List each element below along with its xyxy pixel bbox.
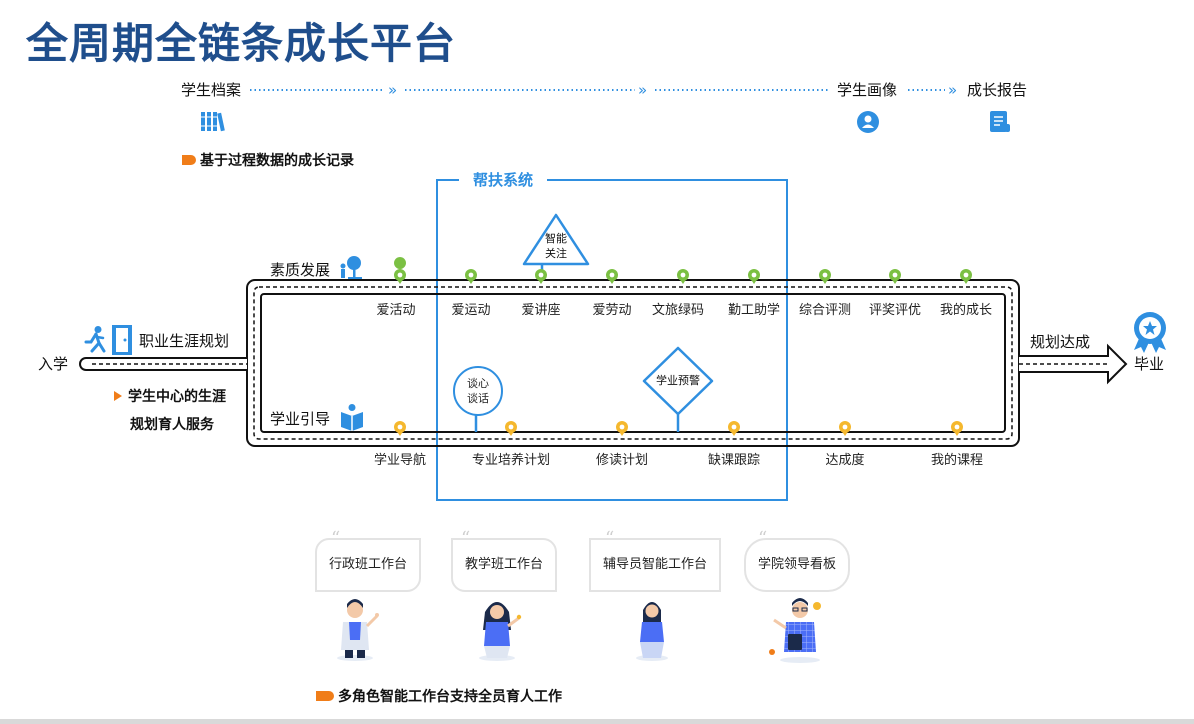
lower-node-4: 缺课跟踪	[707, 453, 760, 468]
upper-node-5: 文旅绿码	[651, 303, 704, 318]
workbench-teaching-class[interactable]: 教学班工作台	[451, 538, 557, 592]
smart-attention-text: 智能 关注	[545, 232, 567, 260]
student-center-note: 学生中心的生涯	[114, 386, 226, 406]
user-circle-icon	[857, 111, 879, 133]
career-planning-label: 职业生涯规划	[139, 332, 230, 350]
track-dashed	[253, 286, 1013, 440]
lower-node-5: 达成度	[825, 453, 865, 468]
talk-bubble: 谈心 谈话	[453, 366, 503, 416]
track-inner	[260, 293, 1006, 433]
growth-report-label: 成长报告	[967, 81, 1028, 99]
orange-marker-icon	[316, 691, 334, 701]
person-illustration-2	[479, 602, 522, 661]
upper-node-4: 爱劳动	[592, 303, 632, 318]
page-title: 全周期全链条成长平台	[26, 19, 457, 68]
award-badge-icon	[1134, 312, 1166, 353]
graduation-label: 毕业	[1134, 355, 1165, 373]
upper-node-6: 勤工助学	[727, 303, 780, 318]
student-portrait-label: 学生画像	[837, 81, 898, 99]
report-scroll-icon	[990, 111, 1010, 132]
runner-icon	[84, 326, 106, 353]
upper-node-9: 我的成长	[939, 303, 992, 318]
footer-divider	[0, 719, 1194, 724]
lower-node-2: 专业培养计划	[471, 453, 550, 468]
upper-node-3: 爱讲座	[521, 303, 561, 318]
academic-warning-text: 学业预警	[656, 374, 700, 387]
student-center-note-line2: 规划育人服务	[130, 417, 214, 433]
upper-node-1: 爱活动	[376, 303, 416, 318]
student-profile-label: 学生档案	[181, 81, 242, 99]
support-system-title: 帮扶系统	[459, 170, 548, 190]
reading-book-icon	[341, 404, 363, 431]
support-system-box	[436, 179, 788, 501]
lower-node-3: 修读计划	[595, 453, 648, 468]
books-icon	[201, 112, 225, 132]
exit-arrow	[1019, 343, 1128, 385]
top-arrow-3: »	[948, 81, 958, 99]
upper-node-2: 爱运动	[451, 303, 491, 318]
orange-marker-icon	[182, 155, 196, 165]
workbench-admin-class[interactable]: 行政班工作台	[315, 538, 421, 592]
lower-pins	[394, 421, 963, 436]
orange-triangle-icon	[114, 391, 122, 401]
plan-achieved-label: 规划达成	[1030, 333, 1091, 351]
workbench-dean-board[interactable]: 学院领导看板	[744, 538, 850, 592]
workbench-counselor[interactable]: 辅导员智能工作台	[589, 538, 721, 592]
top-arrow-2: »	[638, 81, 648, 99]
upper-node-7: 综合评测	[798, 303, 851, 318]
person-illustration-1	[337, 599, 379, 661]
top-arrow-1: »	[388, 81, 398, 99]
academic-guidance-label: 学业引导	[270, 410, 331, 428]
tree-person-icon	[340, 256, 362, 279]
upper-node-8: 评奖评优	[868, 303, 921, 318]
door-icon	[112, 325, 132, 355]
svg-text:”: ”	[519, 582, 528, 603]
svg-text:”: ”	[812, 582, 821, 603]
quality-development-label: 素质发展	[270, 261, 331, 279]
upper-pins	[394, 257, 972, 284]
person-illustration-4	[769, 598, 821, 663]
process-record-text: 基于过程数据的成长记录	[200, 153, 354, 169]
enrollment-label: 入学	[38, 355, 69, 373]
smart-attention-triangle	[522, 213, 590, 266]
lower-node-6: 我的课程	[930, 453, 983, 468]
lower-node-1: 学业导航	[373, 453, 426, 468]
person-illustration-3	[636, 602, 668, 661]
process-record-note: 基于过程数据的成长记录	[182, 150, 354, 170]
multi-role-note: 多角色智能工作台支持全员育人工作	[316, 686, 562, 706]
